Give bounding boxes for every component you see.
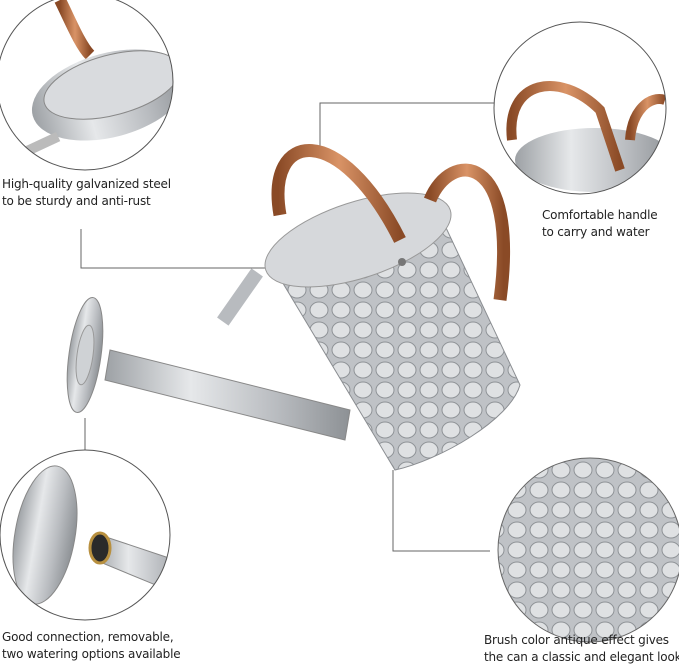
- detail-circle-handle: [494, 22, 666, 194]
- caption-line: Brush color antique effect gives: [484, 633, 669, 647]
- detail-circle-texture: [498, 458, 679, 642]
- caption-line: to be sturdy and anti-rust: [2, 194, 151, 208]
- caption-line: Comfortable handle: [542, 208, 658, 222]
- feature-caption-connection: Good connection, removable, two watering…: [2, 629, 181, 663]
- feature-caption-handle: Comfortable handle to carry and water: [542, 207, 658, 241]
- caption-line: High-quality galvanized steel: [2, 177, 171, 191]
- watering-can: [66, 144, 521, 471]
- detail-circle-steel: [0, 0, 173, 170]
- caption-line: to carry and water: [542, 225, 650, 239]
- caption-line: Good connection, removable,: [2, 630, 174, 644]
- detail-circle-rose-connection: [0, 450, 170, 620]
- feature-caption-steel: High-quality galvanized steel to be stur…: [2, 176, 171, 210]
- feature-caption-finish: Brush color antique effect gives the can…: [484, 632, 679, 666]
- connector-lines: [80, 102, 497, 552]
- caption-line: the can a classic and elegant look: [484, 650, 679, 664]
- caption-line: two watering options available: [2, 647, 181, 661]
